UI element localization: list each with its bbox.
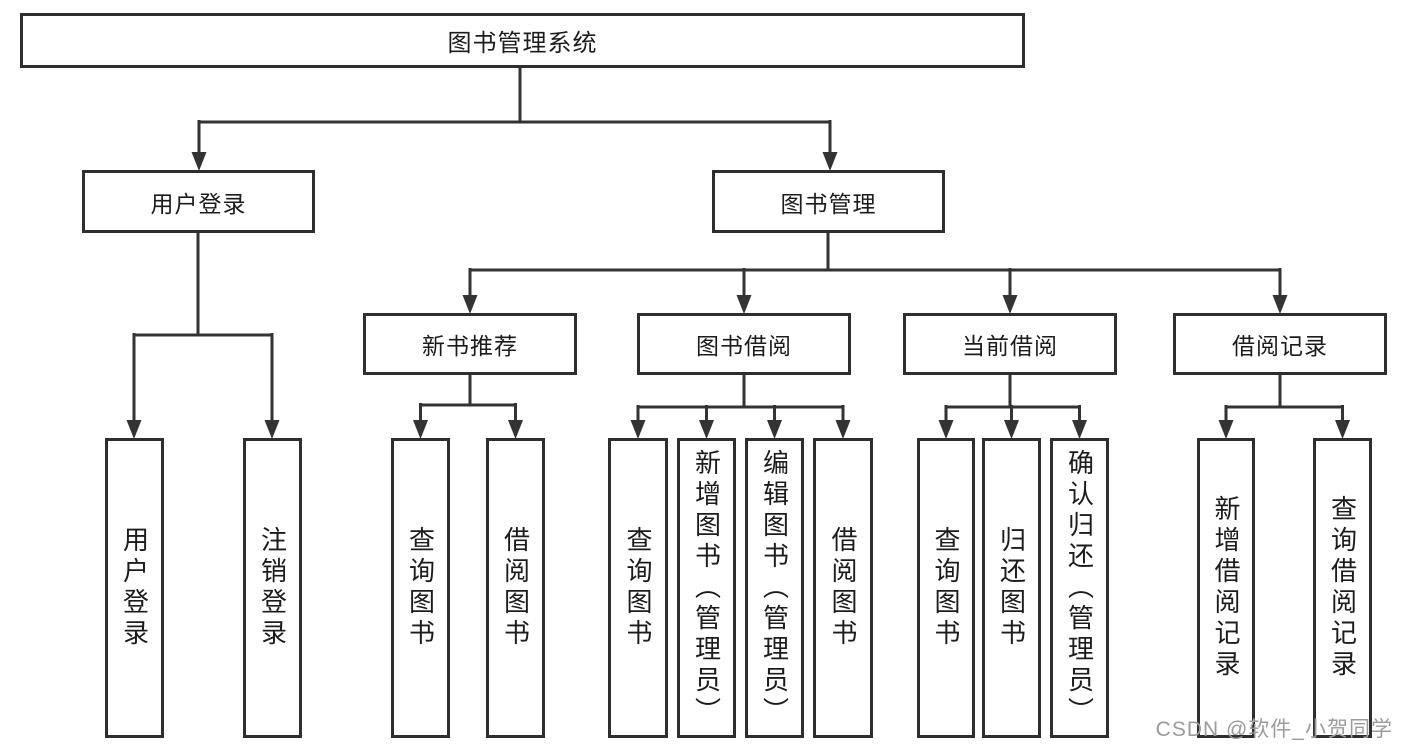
node-leaf-query-books-recommend: 查询图书 [391,438,450,738]
node-leaf-add-books-admin: 新增图书（管理员） [677,438,736,738]
node-leaf-edit-books-admin: 编辑图书（管理员） [745,438,804,738]
node-leaf-add-books-admin-label: 新增图书（管理员） [691,448,722,728]
node-leaf-logout: 注销登录 [243,438,302,738]
node-leaf-borrow-books-borrowing: 借阅图书 [813,438,873,738]
node-leaf-user-login-label: 用户登录 [119,526,150,650]
node-leaf-return-books-label: 归还图书 [996,526,1027,650]
edge-book-management-to-level3 [462,233,1288,314]
node-leaf-query-borrow-record: 查询借阅记录 [1313,438,1372,738]
edge-current-borrowing-to-leaves [938,375,1087,439]
edge-borrowing-records-to-leaves [1218,375,1350,439]
node-book-management: 图书管理 [712,170,945,233]
node-leaf-logout-label: 注销登录 [257,526,288,650]
node-leaf-add-borrow-record: 新增借阅记录 [1197,438,1255,738]
node-leaf-borrow-books-recommend-label: 借阅图书 [500,526,531,650]
node-user-login-label: 用户登录 [150,190,247,217]
watermark: CSDN @软件_小贺同学 [1155,718,1393,741]
node-leaf-add-borrow-record-label: 新增借阅记录 [1211,495,1241,681]
node-borrowing-records-label: 借阅记录 [1232,333,1328,359]
node-leaf-edit-books-admin-label: 编辑图书（管理员） [759,448,790,728]
node-leaf-query-books-borrowing-label: 查询图书 [623,526,653,650]
node-leaf-confirm-return-admin-label: 确认归还（管理员） [1064,448,1095,728]
node-book-borrowing: 图书借阅 [637,313,851,375]
node-leaf-return-books: 归还图书 [982,438,1041,738]
node-leaf-borrow-books-borrowing-label: 借阅图书 [828,526,858,650]
node-book-management-label: 图书管理 [780,190,877,217]
node-root: 图书管理系统 [20,13,1025,68]
node-root-label: 图书管理系统 [447,30,598,57]
node-leaf-confirm-return-admin: 确认归还（管理员） [1050,438,1109,738]
node-current-borrowing: 当前借阅 [903,313,1117,375]
node-leaf-user-login: 用户登录 [105,438,164,738]
node-leaf-query-borrow-record-label: 查询借阅记录 [1327,495,1358,681]
node-leaf-query-books-recommend-label: 查询图书 [405,526,436,650]
edge-new-book-recommend-to-leaves [413,375,523,439]
node-leaf-query-books-current-label: 查询图书 [931,526,961,650]
node-leaf-query-books-borrowing: 查询图书 [608,438,668,738]
node-current-borrowing-label: 当前借阅 [962,333,1058,359]
edge-root-to-level2 [191,68,838,171]
edge-book-borrowing-to-leaves [630,375,851,439]
node-new-book-recommend: 新书推荐 [363,313,577,375]
node-borrowing-records: 借阅记录 [1173,313,1387,375]
node-new-book-recommend-label: 新书推荐 [422,333,518,359]
node-leaf-borrow-books-recommend: 借阅图书 [486,438,545,738]
node-user-login: 用户登录 [82,170,315,233]
node-leaf-query-books-current: 查询图书 [917,438,975,738]
node-book-borrowing-label: 图书借阅 [696,333,792,359]
edge-user-login-to-leaves [126,233,280,439]
